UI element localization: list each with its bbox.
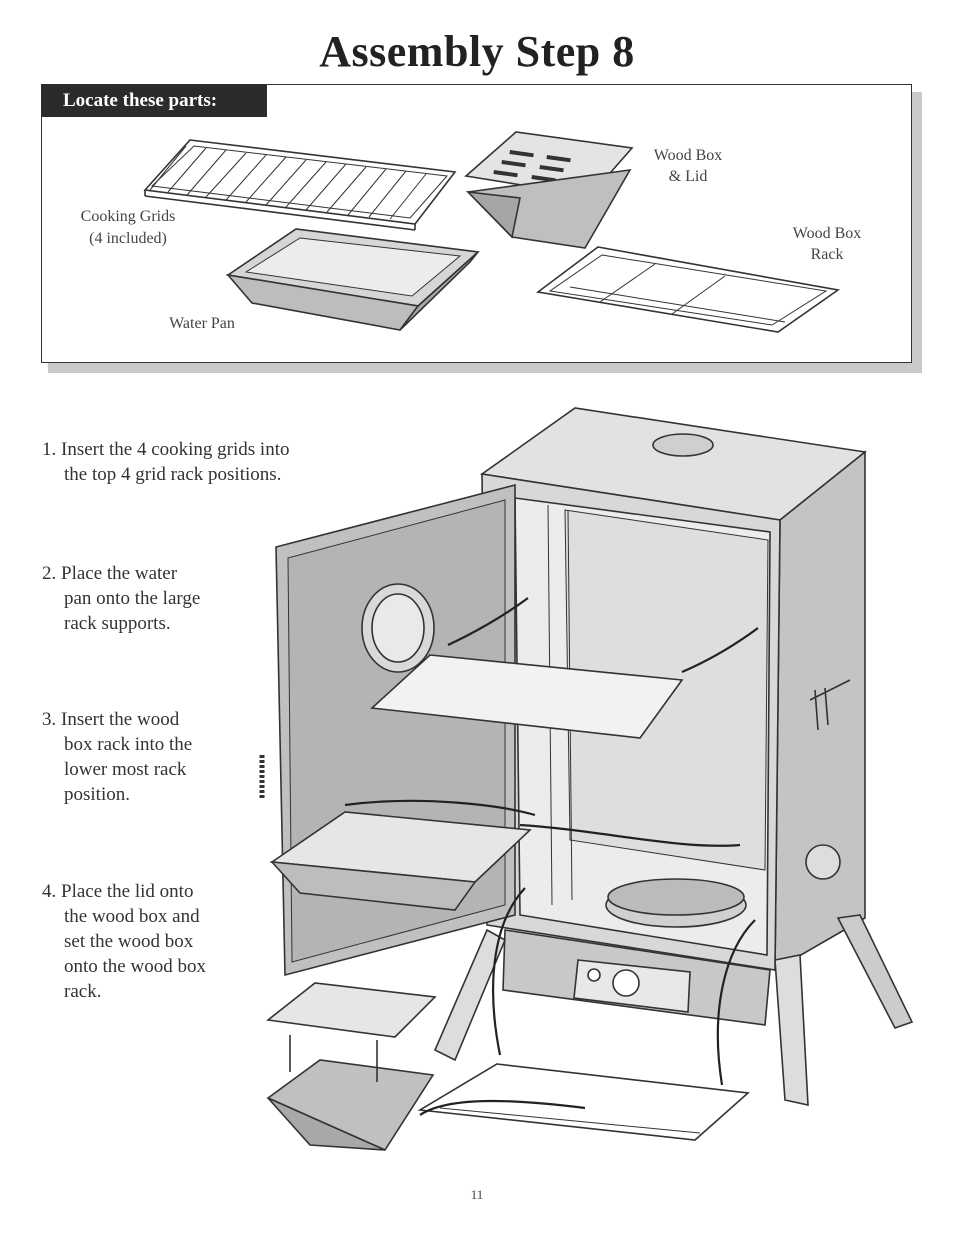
label-wood-box-rack-2: Rack	[810, 246, 844, 263]
lower-wood-box-illustration	[266, 982, 437, 1152]
label-wood-box-lid: & Lid	[668, 168, 708, 185]
step-3-line: lower most rack	[64, 759, 187, 780]
step-3-line: box rack into the	[64, 734, 193, 755]
label-cooking-grids-note: (4 included)	[89, 230, 167, 247]
step-1-line: the top 4 grid rack positions.	[64, 464, 282, 485]
step-3-line: position.	[64, 784, 130, 805]
step-2-line: rack supports.	[64, 613, 171, 634]
label-wood-box: Wood Box	[653, 147, 723, 164]
page-title: Assembly Step 8	[319, 27, 635, 76]
step-3: 3. Insert the wood box rack into the low…	[42, 707, 192, 807]
inserted-grid-illustration	[370, 654, 684, 739]
direction-arrows	[344, 597, 759, 1116]
label-wood-box-rack: Wood Box	[792, 225, 862, 242]
label-cooking-grids: Cooking Grids	[80, 208, 176, 225]
step-2: 2. Place the water pan onto the large ra…	[42, 561, 200, 636]
step-1-line: 1. Insert the 4 cooking grids into	[42, 439, 290, 460]
step-4-line: onto the wood box	[64, 956, 206, 977]
step-2-line: 2. Place the water	[42, 563, 178, 584]
wood-box-rack-illustration	[536, 246, 841, 333]
lower-water-pan-illustration	[269, 811, 532, 911]
step-4-line: rack.	[64, 981, 102, 1002]
wood-box-illustration	[464, 131, 634, 249]
label-water-pan: Water Pan	[169, 315, 235, 332]
parts-header: Locate these parts:	[41, 84, 267, 117]
step-2-line: pan onto the large	[64, 588, 201, 609]
lower-rack-illustration	[417, 1063, 750, 1141]
water-pan-illustration	[225, 228, 480, 331]
step-4-line: 4. Place the lid onto	[42, 881, 194, 902]
page-number: 11	[470, 1187, 484, 1202]
step-4: 4. Place the lid onto the wood box and s…	[42, 879, 206, 1004]
step-1: 1. Insert the 4 cooking grids into the t…	[42, 437, 290, 487]
step-3-line: 3. Insert the wood	[42, 709, 180, 730]
parts-box	[41, 84, 912, 363]
cooking-grid-illustration	[143, 139, 457, 231]
step-4-line: set the wood box	[64, 931, 194, 952]
step-4-line: the wood box and	[64, 906, 200, 927]
